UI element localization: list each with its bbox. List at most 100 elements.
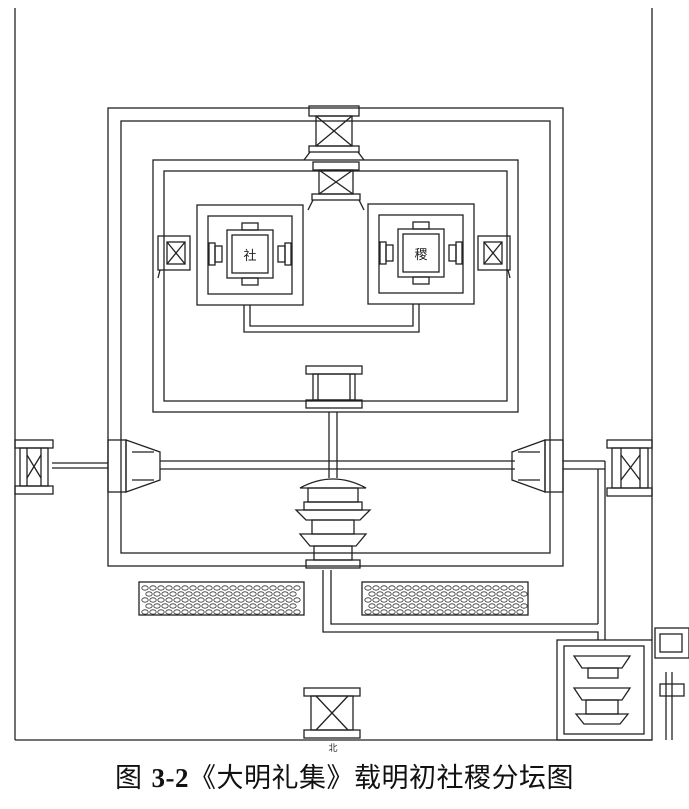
pebble-mark xyxy=(392,603,400,609)
pebble-mark xyxy=(420,597,428,603)
pebble-mark xyxy=(257,591,265,597)
pebble-mark xyxy=(245,609,253,615)
pebble-mark xyxy=(384,603,392,609)
pebble-mark xyxy=(229,597,237,603)
pebble-mark xyxy=(508,585,516,591)
pebble-mark xyxy=(285,585,293,591)
pebble-mark xyxy=(253,609,261,615)
pebble-mark xyxy=(488,603,496,609)
pebble-mark xyxy=(249,591,257,597)
east-outer-gate xyxy=(511,439,564,493)
pebble-mark xyxy=(476,609,484,615)
pebble-mark xyxy=(484,609,492,615)
pebble-mark xyxy=(225,591,233,597)
pebble-mark xyxy=(189,597,197,603)
pebble-mark xyxy=(265,603,273,609)
pebble-mark xyxy=(245,585,253,591)
pebble-mark xyxy=(189,609,197,615)
pebble-mark xyxy=(237,597,245,603)
pebble-mark xyxy=(213,585,221,591)
pebble-mark xyxy=(169,591,177,597)
pebble-mark xyxy=(420,585,428,591)
pebble-mark xyxy=(141,597,149,603)
pebble-mark xyxy=(293,585,301,591)
pebble-mark xyxy=(404,597,412,603)
caption-title: 《大明礼集》载明初社稷分坛图 xyxy=(189,763,575,794)
pebble-mark xyxy=(269,597,277,603)
pebble-mark xyxy=(416,603,424,609)
pebble-mark xyxy=(428,585,436,591)
pebble-mark xyxy=(193,603,201,609)
pebble-mark xyxy=(289,603,297,609)
pebble-mark xyxy=(448,591,456,597)
pebble-mark xyxy=(181,609,189,615)
pebble-mark xyxy=(205,597,213,603)
pebble-mark xyxy=(149,609,157,615)
pebble-mark xyxy=(460,597,468,603)
pebble-mark xyxy=(253,585,261,591)
pebble-mark xyxy=(153,591,161,597)
pebble-mark xyxy=(428,597,436,603)
pebble-mark xyxy=(205,585,213,591)
pebble-mark xyxy=(516,597,524,603)
pebble-mark xyxy=(460,609,468,615)
pebble-mark xyxy=(444,585,452,591)
pebble-mark xyxy=(420,609,428,615)
pebble-mark xyxy=(372,585,380,591)
north-outer-gate xyxy=(303,105,365,161)
pebble-mark xyxy=(217,591,225,597)
pebble-mark xyxy=(456,591,464,597)
pebble-mark xyxy=(408,591,416,597)
inner-enclosure-wall xyxy=(152,159,519,413)
pebble-mark xyxy=(173,597,181,603)
east-exterior-gate xyxy=(606,439,653,497)
pebble-mark xyxy=(141,585,149,591)
pebble-mark xyxy=(444,609,452,615)
pebble-mark xyxy=(149,597,157,603)
pebble-mark xyxy=(253,597,261,603)
pebble-mark xyxy=(520,603,528,609)
east-pebble-field xyxy=(361,581,529,616)
pebble-mark xyxy=(289,591,297,597)
pebble-mark xyxy=(452,585,460,591)
pebble-mark xyxy=(496,591,504,597)
pebble-mark xyxy=(153,603,161,609)
pebble-mark xyxy=(500,585,508,591)
pebble-mark xyxy=(476,585,484,591)
pebble-mark xyxy=(217,603,225,609)
pebble-mark xyxy=(269,609,277,615)
pebble-mark xyxy=(452,609,460,615)
pebble-mark xyxy=(261,609,269,615)
pebble-mark xyxy=(241,591,249,597)
pebble-mark xyxy=(229,585,237,591)
pebble-mark xyxy=(185,591,193,597)
pebble-mark xyxy=(169,603,177,609)
pebble-mark xyxy=(165,609,173,615)
south-exterior-gate xyxy=(303,687,361,739)
pebble-mark xyxy=(412,609,420,615)
pebble-mark xyxy=(237,609,245,615)
pebble-mark xyxy=(436,585,444,591)
pebble-mark xyxy=(181,585,189,591)
altar-connecting-path xyxy=(243,304,420,333)
pebble-mark xyxy=(512,603,520,609)
pebble-mark xyxy=(444,597,452,603)
pebble-mark xyxy=(249,603,257,609)
pebble-mark xyxy=(277,585,285,591)
west-pebble-field xyxy=(138,581,305,616)
pebble-mark xyxy=(368,603,376,609)
pebble-mark xyxy=(161,603,169,609)
pebble-mark xyxy=(173,585,181,591)
pebble-mark xyxy=(396,597,404,603)
pebble-mark xyxy=(484,597,492,603)
pebble-mark xyxy=(237,585,245,591)
pebble-mark xyxy=(388,585,396,591)
west-exterior-gate xyxy=(14,439,54,495)
pebble-mark xyxy=(165,585,173,591)
pebble-mark xyxy=(376,603,384,609)
pebble-mark xyxy=(245,597,253,603)
pebble-mark xyxy=(269,585,277,591)
pebble-mark xyxy=(448,603,456,609)
pebble-mark xyxy=(201,603,209,609)
